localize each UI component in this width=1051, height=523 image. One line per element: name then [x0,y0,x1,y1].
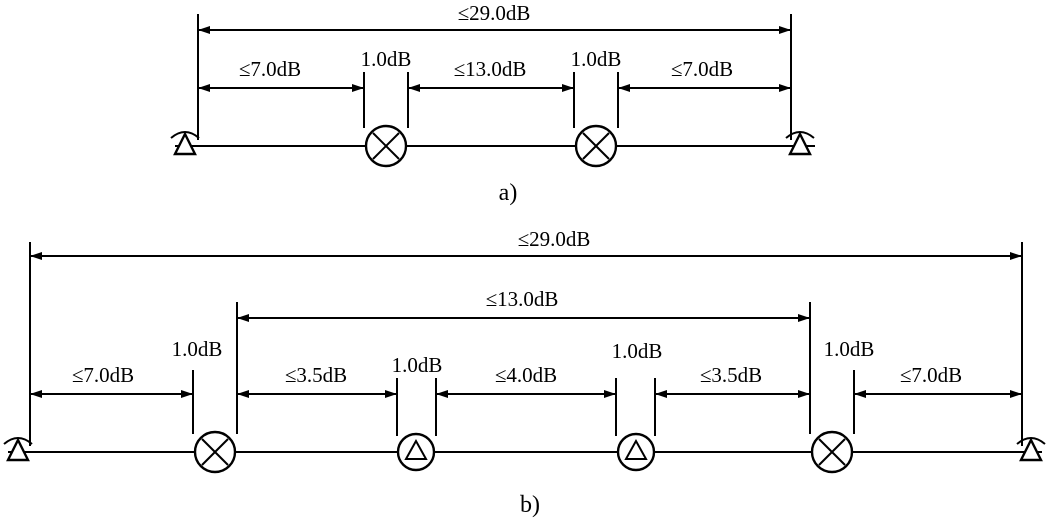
caption-a: a) [499,180,518,206]
connector-loss-label: 1.0dB [392,353,443,377]
segment-loss-label: ≤3.5dB [700,363,762,387]
fixed-splice-icon [810,430,854,474]
segment-loss-label: ≤4.0dB [495,363,557,387]
fixed-splice-icon [364,124,408,168]
diagram-a: ≤29.0dB ≤7.0dB 1.0dB ≤13.0dB 1.0dB ≤7.0d… [170,1,815,206]
optical-terminal-icon [3,437,33,462]
splice-loss-label: 1.0dB [172,337,223,361]
total-loss-label: ≤29.0dB [458,1,531,25]
segment-loss-label: ≤7.0dB [72,363,134,387]
segment-loss-label: ≤13.0dB [454,57,527,81]
segment-loss-label: ≤7.0dB [239,57,301,81]
connector-icon [616,432,656,472]
connector-loss-label: 1.0dB [612,339,663,363]
splice-loss-label: 1.0dB [361,47,412,71]
segment-loss-label: ≤7.0dB [671,57,733,81]
splice-loss-label: 1.0dB [571,47,622,71]
fixed-splice-icon [574,124,618,168]
optical-terminal-icon [170,131,200,156]
middle-loss-label: ≤13.0dB [486,287,559,311]
splice-loss-label: 1.0dB [824,337,875,361]
caption-b: b) [520,492,540,518]
optical-terminal-icon [1016,437,1046,462]
diagram-b: ≤29.0dB ≤13.0dB ≤7.0dB 1.0dB ≤3.5dB 1.0d… [3,227,1046,518]
segment-loss-label: ≤7.0dB [900,363,962,387]
connector-icon [396,432,436,472]
optical-terminal-icon [785,131,815,156]
fixed-splice-icon [193,430,237,474]
total-loss-label: ≤29.0dB [518,227,591,251]
segment-loss-label: ≤3.5dB [285,363,347,387]
